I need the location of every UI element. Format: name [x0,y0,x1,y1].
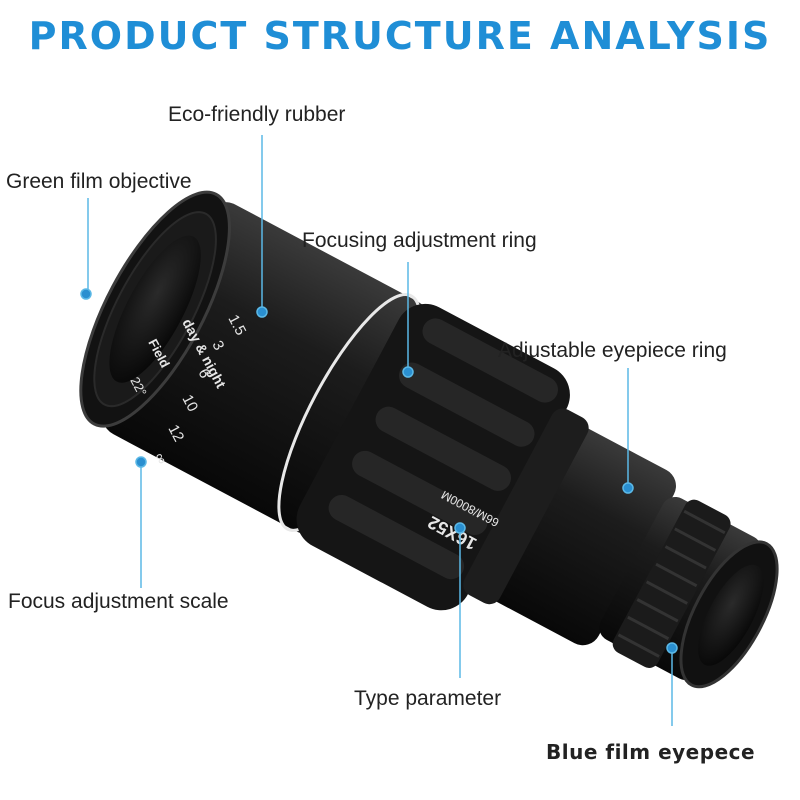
callout-eco-friendly-rubber: Eco-friendly rubber [168,103,346,126]
leader-dot [622,482,634,494]
monocular-body [79,190,779,689]
leader-dot [454,522,466,534]
callout-type-parameter: Type parameter [354,687,502,710]
callout-adjustable-eyepiece-ring: Adjustable eyepiece ring [498,339,727,362]
leader-dot [666,642,678,654]
callout-blue-film-eyepiece: Blue film eyepece [546,740,756,764]
scale-number: 12 [164,422,187,445]
leader-dot [256,306,268,318]
callout-focus-adjustment-scale: Focus adjustment scale [8,590,229,613]
leader-dot [80,288,92,300]
leader-dot [135,456,147,468]
page-title: PRODUCT STRUCTURE ANALYSIS [28,14,772,58]
callout-green-film-objective: Green film objective [6,170,192,193]
scale-number: 10 [178,392,201,415]
callout-focusing-adjustment-ring: Focusing adjustment ring [302,229,537,252]
leader-dot [402,366,414,378]
